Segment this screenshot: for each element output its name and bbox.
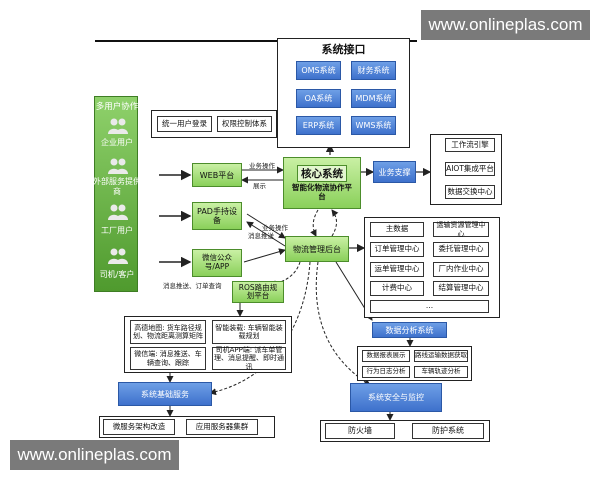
data-exchange-center[interactable]: 数据交换中心 — [445, 185, 495, 199]
system-oms[interactable]: OMS系统 — [296, 61, 341, 80]
module-transport-resource[interactable]: 运输资源管理中心 — [433, 221, 489, 238]
system-base-service[interactable]: 系统基础服务 — [118, 382, 212, 406]
user-driver-customer: 司机/客户 — [99, 270, 135, 279]
workflow-engine[interactable]: 工作流引擎 — [445, 138, 495, 152]
user-group-icon — [107, 203, 129, 221]
channel-pad[interactable]: PAD手持设备 — [192, 202, 242, 230]
behavior-log-analysis[interactable]: 行为日志分析 — [362, 366, 410, 378]
logistics-backend[interactable]: 物流管理后台 — [285, 236, 349, 262]
label-msg-push-1: 消息推送 — [248, 232, 274, 240]
security-monitoring[interactable]: 系统安全与监控 — [350, 383, 442, 412]
label-business-op-2: 业务操作 — [262, 224, 288, 232]
system-finance[interactable]: 财务系统 — [351, 61, 396, 80]
label-display: 展示 — [253, 182, 266, 190]
module-more[interactable]: ... — [370, 300, 489, 313]
core-system[interactable]: 核心系统 智能化物流协作平台 — [283, 157, 361, 209]
module-master-data[interactable]: 主数据 — [370, 222, 424, 237]
core-subtitle: 智能化物流协作平台 — [292, 182, 352, 201]
watermark-top: www.onlineplas.com — [421, 10, 590, 40]
module-delegation[interactable]: 委托管理中心 — [433, 242, 489, 257]
module-settlement[interactable]: 结算管理中心 — [433, 281, 489, 296]
system-mdm[interactable]: MDM系统 — [351, 89, 396, 108]
label-business-op-1: 业务操作 — [249, 162, 275, 170]
module-billing[interactable]: 计费中心 — [370, 281, 424, 296]
watermark-bottom: www.onlineplas.com — [10, 440, 179, 470]
driver-app-end[interactable]: 司机APP端: 派车单管理、消息提醒、即时通讯 — [212, 346, 286, 371]
protection-system[interactable]: 防护系统 — [412, 423, 484, 439]
core-title: 核心系统 — [297, 164, 347, 182]
data-analysis-system[interactable]: 数据分析系统 — [372, 322, 447, 338]
top-divider — [95, 40, 417, 42]
multi-user-panel: 多用户协作 企业用户 外部服务提供商 工厂用户 司机/客户 — [93, 96, 141, 292]
firewall[interactable]: 防火墙 — [325, 423, 395, 439]
amap-route-planning[interactable]: 高德地图: 货车路径规划、物流距离测算矩阵 — [130, 320, 206, 344]
user-group-icon — [107, 117, 129, 135]
wechat-end[interactable]: 微信端: 消息推送、车辆查询、跟踪 — [130, 347, 206, 370]
report-display[interactable]: 数据报表展示 — [362, 350, 410, 362]
channel-wechat-app[interactable]: 微信公众号/APP — [192, 249, 242, 277]
module-waybill[interactable]: 运单管理中心 — [370, 262, 424, 277]
business-support[interactable]: 业务支撑 — [373, 161, 416, 183]
user-external-provider: 外部服务提供商 — [93, 177, 141, 196]
route-data-fetch[interactable]: 路线运输数据获取 — [414, 350, 468, 362]
smart-loading[interactable]: 智能装载: 车辆智能装载规划 — [212, 320, 286, 344]
user-group-icon — [107, 157, 129, 175]
microservice-refactor[interactable]: 微服务架构改造 — [103, 419, 175, 435]
label-msg-push-order: 消息推送、订单查询 — [163, 282, 222, 290]
aiot-platform[interactable]: AIOT集成平台 — [445, 162, 495, 176]
user-enterprise: 企业用户 — [101, 138, 133, 147]
module-order[interactable]: 订单管理中心 — [370, 242, 424, 257]
channel-web[interactable]: WEB平台 — [192, 163, 242, 187]
multi-user-title: 多用户协作 — [95, 102, 139, 112]
ros-platform[interactable]: ROS路由规划平台 — [232, 281, 284, 303]
permission-control[interactable]: 权限控制体系 — [217, 116, 272, 132]
user-factory: 工厂用户 — [101, 226, 133, 235]
user-group-icon — [107, 247, 129, 265]
interface-title: 系统接口 — [321, 43, 366, 56]
app-server-cluster[interactable]: 应用服务器集群 — [186, 419, 258, 435]
unified-login[interactable]: 统一用户登录 — [157, 116, 212, 132]
module-factory-operation[interactable]: 厂内作业中心 — [433, 262, 489, 277]
vehicle-track-analysis[interactable]: 车辆轨迹分析 — [414, 366, 468, 378]
system-wms[interactable]: WMS系统 — [351, 116, 396, 135]
system-oa[interactable]: OA系统 — [296, 89, 341, 108]
system-erp[interactable]: ERP系统 — [296, 116, 341, 135]
